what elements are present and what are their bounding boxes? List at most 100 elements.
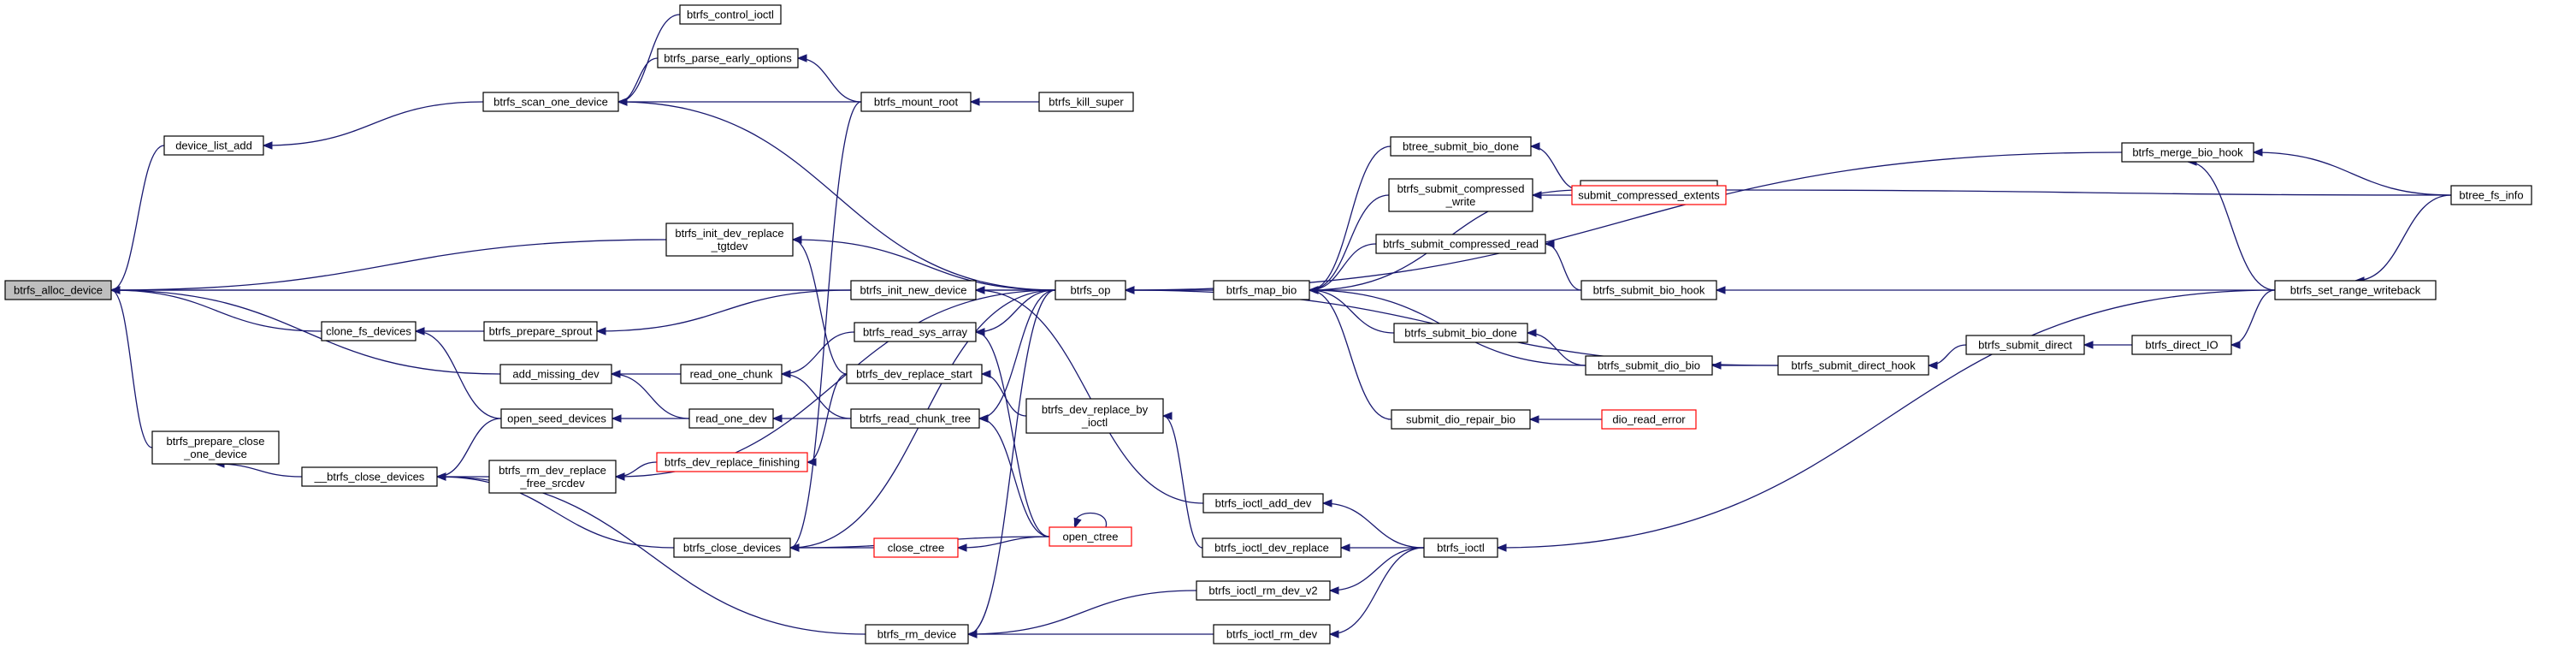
edge-line	[975, 289, 1056, 333]
edge-btrfs-submit-direct-to-btrfs-direct-IO	[2083, 341, 2132, 349]
edge-line	[263, 101, 484, 146]
node-label: btrfs_scan_one_device	[493, 96, 608, 109]
node-btrfs-dev-replace-finishing[interactable]: btrfs_dev_replace_finishing	[656, 452, 808, 472]
node-btrfs-control-ioctl[interactable]: btrfs_control_ioctl	[679, 4, 782, 25]
edge-arrowhead	[771, 414, 783, 423]
node-label: _tgtdev	[711, 240, 748, 252]
node-box	[2450, 185, 2532, 205]
edge-btrfs-read-sys-array-to-open-ctree	[974, 328, 1050, 537]
node-label: clone_fs_devices	[326, 325, 411, 338]
node-box	[846, 364, 983, 384]
node-btrfs-prepare-close-one-device[interactable]: btrfs_prepare_close_one_device	[151, 430, 280, 465]
node-read-one-dev[interactable]: read_one_dev	[688, 408, 774, 429]
node-btrfs-merge-bio-hook[interactable]: btrfs_merge_bio_hook	[2121, 142, 2254, 163]
node-btrfs-ioctl-rm-dev[interactable]: btrfs_ioctl_rm_dev	[1213, 624, 1331, 644]
node-btrfs-direct-IO[interactable]: btrfs_direct_IO	[2131, 335, 2232, 355]
node-open-seed-devices[interactable]: open_seed_devices	[500, 408, 613, 429]
node-clone-fs-devices[interactable]: clone_fs_devices	[321, 321, 417, 341]
node-box	[2121, 142, 2254, 163]
node-box	[1423, 537, 1498, 558]
node-btrfs-rm-dev-replace-free-srcdev[interactable]: btrfs_rm_dev_replace_free_srcdev	[488, 460, 617, 494]
node-box	[2131, 335, 2232, 355]
node-box	[1375, 234, 1546, 254]
node-box	[850, 280, 977, 300]
edge-line	[967, 289, 1056, 635]
node-btrfs-rm-device[interactable]: btrfs_rm_device	[865, 624, 969, 644]
node-btrfs-submit-bio-hook[interactable]: btrfs_submit_bio_hook	[1580, 280, 1717, 300]
node-submit-compressed-extents[interactable]: submit_compressed_extents	[1571, 185, 1727, 205]
node-btrfs-ioctl[interactable]: btrfs_ioctl	[1423, 537, 1498, 558]
node-btrfs-submit-direct-hook[interactable]: btrfs_submit_direct_hook	[1777, 355, 1929, 376]
edge-line	[415, 330, 502, 419]
edge-btrfs-ioctl-rm-dev-to-btrfs-ioctl	[1328, 547, 1425, 638]
node-btrfs-prepare-sprout[interactable]: btrfs_prepare_sprout	[483, 321, 598, 341]
node-device-list-add[interactable]: device_list_add	[163, 135, 264, 156]
edge-line	[1928, 344, 1967, 366]
node-label: btrfs_map_bio	[1226, 284, 1297, 297]
node-btree-submit-bio-done[interactable]: btree_submit_bio_done	[1390, 136, 1532, 157]
node-btrfs-submit-compressed-read[interactable]: btrfs_submit_compressed_read	[1375, 234, 1546, 254]
node-read-one-chunk[interactable]: read_one_chunk	[680, 364, 783, 384]
edge-line	[1527, 332, 1586, 366]
node-add-missing-dev[interactable]: add_missing_dev	[499, 364, 612, 384]
node-btrfs-alloc-device[interactable]: btrfs_alloc_device	[4, 280, 112, 300]
node-label: btrfs_read_sys_array	[863, 326, 968, 339]
edge-line	[792, 239, 848, 375]
edge-line	[436, 476, 866, 635]
edge-btrfs-submit-bio-done-to-btrfs-submit-dio-bio	[1526, 329, 1586, 366]
edge-arrowhead	[2252, 148, 2263, 157]
node-label: read_one_dev	[695, 413, 767, 425]
node-btrfs-read-chunk-tree[interactable]: btrfs_read_chunk_tree	[850, 408, 980, 429]
node-box	[1196, 580, 1331, 601]
node-label: btrfs_init_dev_replace	[675, 227, 783, 240]
node-box	[673, 537, 791, 558]
node-btrfs-submit-direct[interactable]: btrfs_submit_direct	[1965, 335, 2085, 355]
edge-btrfs-merge-bio-hook-to-btree-fs-info	[2252, 148, 2452, 196]
node-btrfs-dev-replace-start[interactable]: btrfs_dev_replace_start	[846, 364, 983, 384]
node-box	[656, 452, 808, 472]
node-btrfs-submit-compressed-write[interactable]: btrfs_submit_compressed_write	[1388, 178, 1533, 212]
node-submit-dio-repair-bio[interactable]: submit_dio_repair_bio	[1391, 409, 1531, 430]
node-label: btrfs_ioctl_dev_replace	[1214, 542, 1329, 555]
edge-arrowhead	[435, 472, 446, 481]
node-btrfs-set-range-writeback[interactable]: btrfs_set_range_writeback	[2274, 280, 2437, 300]
node-btrfs-read-sys-array[interactable]: btrfs_read_sys_array	[854, 322, 977, 342]
edge-line	[596, 289, 852, 332]
edge-open-ctree-to-open-ctree	[1073, 512, 1107, 529]
node-btrfs-map-bio[interactable]: btrfs_map_bio	[1213, 280, 1310, 300]
node-box	[1393, 323, 1528, 343]
node-label: _one_device	[183, 448, 247, 460]
node-btrfs-init-new-device[interactable]: btrfs_init_new_device	[850, 280, 977, 300]
node-dio-read-error[interactable]: dio_read_error	[1601, 409, 1697, 430]
node-box	[1038, 92, 1134, 112]
node---btrfs-close-devices[interactable]: __btrfs_close_devices	[301, 466, 438, 487]
node-btrfs-parse-early-options[interactable]: btrfs_parse_early_options	[657, 48, 799, 68]
node-btrfs-dev-replace-by-ioctl[interactable]: btrfs_dev_replace_by_ioctl	[1025, 398, 1164, 434]
node-btrfs-close-devices[interactable]: btrfs_close_devices	[673, 537, 791, 558]
node-btrfs-ioctl-add-dev[interactable]: btrfs_ioctl_add_dev	[1202, 493, 1324, 513]
edge-btrfs-scan-one-device-to-btrfs-op	[617, 98, 1056, 291]
node-btrfs-ioctl-rm-dev-v2[interactable]: btrfs_ioctl_rm_dev_v2	[1196, 580, 1331, 601]
edge-btrfs-dev-replace-finishing-to-btrfs-dev-replace-start	[806, 373, 848, 466]
node-box	[679, 4, 782, 25]
node-btrfs-kill-super[interactable]: btrfs_kill_super	[1038, 92, 1134, 112]
edge-arrowhead	[969, 98, 980, 106]
node-btrfs-mount-root[interactable]: btrfs_mount_root	[860, 92, 972, 112]
node-label: _free_srcdev	[519, 477, 585, 490]
node-btrfs-op[interactable]: btrfs_op	[1055, 280, 1126, 300]
node-btrfs-scan-one-device[interactable]: btrfs_scan_one_device	[482, 92, 619, 112]
node-btrfs-submit-bio-done[interactable]: btrfs_submit_bio_done	[1393, 323, 1528, 343]
edge-device-list-add-to-btrfs-scan-one-device	[262, 101, 484, 150]
edge-arrowhead	[611, 414, 622, 423]
node-label: btrfs_op	[1071, 284, 1111, 297]
node-close-ctree[interactable]: close_ctree	[873, 537, 959, 558]
node-btrfs-init-dev-replace-tgtdev[interactable]: btrfs_init_dev_replace_tgtdev	[665, 223, 794, 257]
node-btrfs-submit-dio-bio[interactable]: btrfs_submit_dio_bio	[1585, 355, 1713, 376]
edge-arrowhead	[1328, 630, 1339, 638]
node-open-ctree[interactable]: open_ctree	[1049, 526, 1132, 547]
node-label: dio_read_error	[1612, 413, 1686, 426]
node-btrfs-ioctl-dev-replace[interactable]: btrfs_ioctl_dev_replace	[1202, 537, 1342, 558]
edge-arrowhead	[1124, 286, 1135, 294]
edge-btrfs-ioctl-add-dev-to-btrfs-ioctl	[1321, 499, 1425, 549]
node-btree-fs-info[interactable]: btree_fs_info	[2450, 185, 2532, 205]
